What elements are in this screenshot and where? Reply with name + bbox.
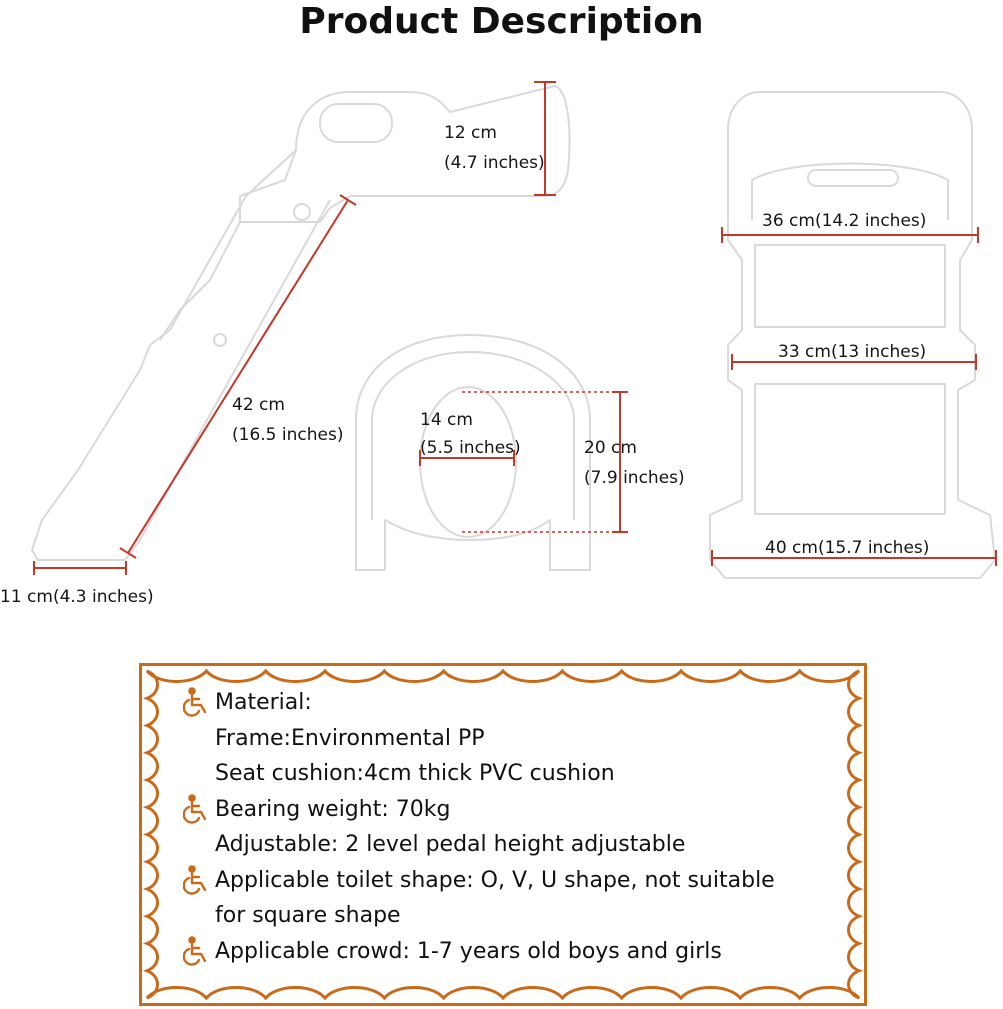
spec-toilet-shape-cont: for square shape — [215, 903, 401, 928]
product-dimension-diagram: 12 cm (4.7 inches) 42 cm (16.5 inches) 1… — [0, 81, 997, 607]
outer-border-rect — [139, 663, 867, 1006]
wheelchair-icon — [183, 687, 207, 717]
front-view-outline — [709, 91, 996, 579]
spec-toilet-shape: Applicable toilet shape: O, V, U shape, … — [183, 863, 827, 899]
ramp-length-label: 42 cm — [232, 395, 285, 415]
seat-length-label-in: (7.9 inches) — [584, 468, 685, 488]
ramp-length-label-in: (16.5 inches) — [232, 425, 343, 445]
page-title: Product Description — [299, 1, 704, 42]
seat-width-label-in: (5.5 inches) — [420, 438, 521, 458]
spec-crowd: Applicable crowd: 1-7 years old boys and… — [183, 934, 827, 970]
top-height-label-in: (4.7 inches) — [444, 153, 545, 173]
ramp-length-cap-bottom — [119, 547, 137, 559]
specs-list: Material: Frame:Environmental PP Seat cu… — [183, 685, 827, 969]
wheelchair-icon — [183, 793, 207, 824]
specs-border — [139, 663, 867, 1006]
seat-length-label: 20 cm — [584, 438, 637, 458]
seat-width-label: 14 cm — [420, 410, 473, 430]
spec-seat-cushion: Seat cushion:4cm thick PVC cushion — [215, 761, 615, 786]
ramp-length-cap-top — [339, 194, 357, 206]
middle-width-label: 33 cm(13 inches) — [778, 342, 926, 362]
wheelchair-icon — [183, 935, 207, 966]
wheelchair-icon — [183, 864, 207, 895]
foot-width-label: 11 cm(4.3 inches) — [0, 587, 154, 607]
specs-box: Material: Frame:Environmental PP Seat cu… — [139, 663, 867, 1006]
bearing-weight-text: Bearing weight: 70kg — [215, 796, 451, 822]
toilet-shape-text: Applicable toilet shape: O, V, U shape, … — [215, 867, 775, 893]
ramp-length-line — [127, 199, 349, 554]
spec-material: Material: — [183, 685, 827, 721]
top-width-label: 36 cm(14.2 inches) — [762, 211, 926, 231]
material-heading: Material: — [215, 690, 312, 715]
scalloped-border-path — [142, 668, 864, 1001]
crowd-text: Applicable crowd: 1-7 years old boys and… — [215, 938, 722, 964]
base-width-label: 40 cm(15.7 inches) — [765, 538, 929, 558]
spec-frame: Frame:Environmental PP — [215, 725, 485, 751]
spec-bearing-weight: Bearing weight: 70kg — [183, 792, 827, 828]
top-height-label: 12 cm — [444, 123, 497, 143]
spec-adjustable: Adjustable: 2 level pedal height adjusta… — [215, 832, 686, 857]
